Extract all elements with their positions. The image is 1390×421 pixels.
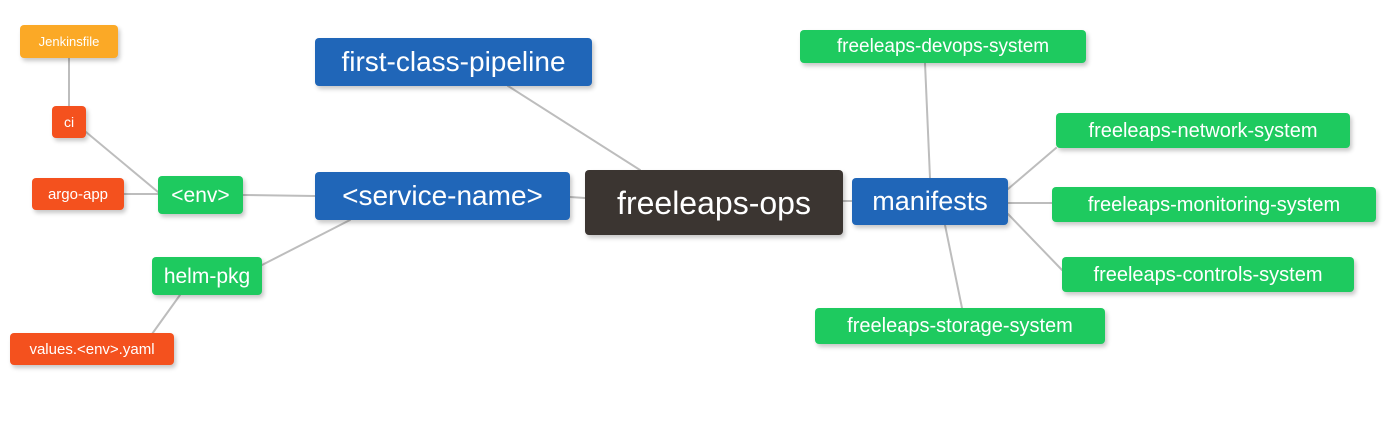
node-service-name[interactable]: <service-name> [315,172,570,220]
node-label-freeleaps-monitoring-system: freeleaps-monitoring-system [1087,193,1341,216]
node-label-manifests: manifests [872,186,988,216]
node-manifests[interactable]: manifests [852,178,1008,225]
node-argo-app[interactable]: argo-app [32,178,124,210]
node-freeleaps-controls-system[interactable]: freeleaps-controls-system [1062,257,1354,292]
node-jenkinsfile[interactable]: Jenkinsfile [20,25,118,58]
node-ci[interactable]: ci [52,106,86,138]
node-env[interactable]: <env> [158,176,243,214]
edge-manifests-to-freeleaps-storage-system [944,224,963,309]
node-label-values-yaml: values.<env>.yaml [29,340,155,358]
node-label-env: <env> [171,183,230,207]
node-label-jenkinsfile: Jenkinsfile [38,34,100,49]
node-label-first-class-pipeline: first-class-pipeline [341,46,566,77]
node-label-ci: ci [63,114,75,130]
edge-env-to-service-name [242,194,316,197]
edge-manifests-to-freeleaps-devops-system [924,62,931,179]
node-values-yaml[interactable]: values.<env>.yaml [10,333,174,365]
edge-first-class-pipeline-to-freeleaps-ops [507,85,641,171]
node-freeleaps-monitoring-system[interactable]: freeleaps-monitoring-system [1052,187,1376,222]
node-label-service-name: <service-name> [342,180,543,211]
edge-manifests-to-freeleaps-controls-system [1007,213,1063,271]
node-label-freeleaps-ops: freeleaps-ops [617,184,811,221]
node-label-freeleaps-storage-system: freeleaps-storage-system [847,315,1073,337]
node-freeleaps-ops[interactable]: freeleaps-ops [585,170,843,235]
edge-manifests-to-freeleaps-network-system [1007,147,1057,190]
node-label-freeleaps-controls-system: freeleaps-controls-system [1093,263,1323,286]
node-label-helm-pkg: helm-pkg [163,264,251,288]
edge-service-name-to-freeleaps-ops [569,196,586,199]
node-first-class-pipeline[interactable]: first-class-pipeline [315,38,592,86]
node-label-argo-app: argo-app [47,185,109,203]
node-freeleaps-network-system[interactable]: freeleaps-network-system [1056,113,1350,148]
edge-values-yaml-to-helm-pkg [151,294,181,335]
edge-helm-pkg-to-service-name [261,219,351,266]
node-label-freeleaps-network-system: freeleaps-network-system [1088,119,1318,142]
node-label-freeleaps-devops-system: freeleaps-devops-system [836,36,1050,57]
node-freeleaps-storage-system[interactable]: freeleaps-storage-system [815,308,1105,344]
node-helm-pkg[interactable]: helm-pkg [152,257,262,295]
node-freeleaps-devops-system[interactable]: freeleaps-devops-system [800,30,1086,63]
